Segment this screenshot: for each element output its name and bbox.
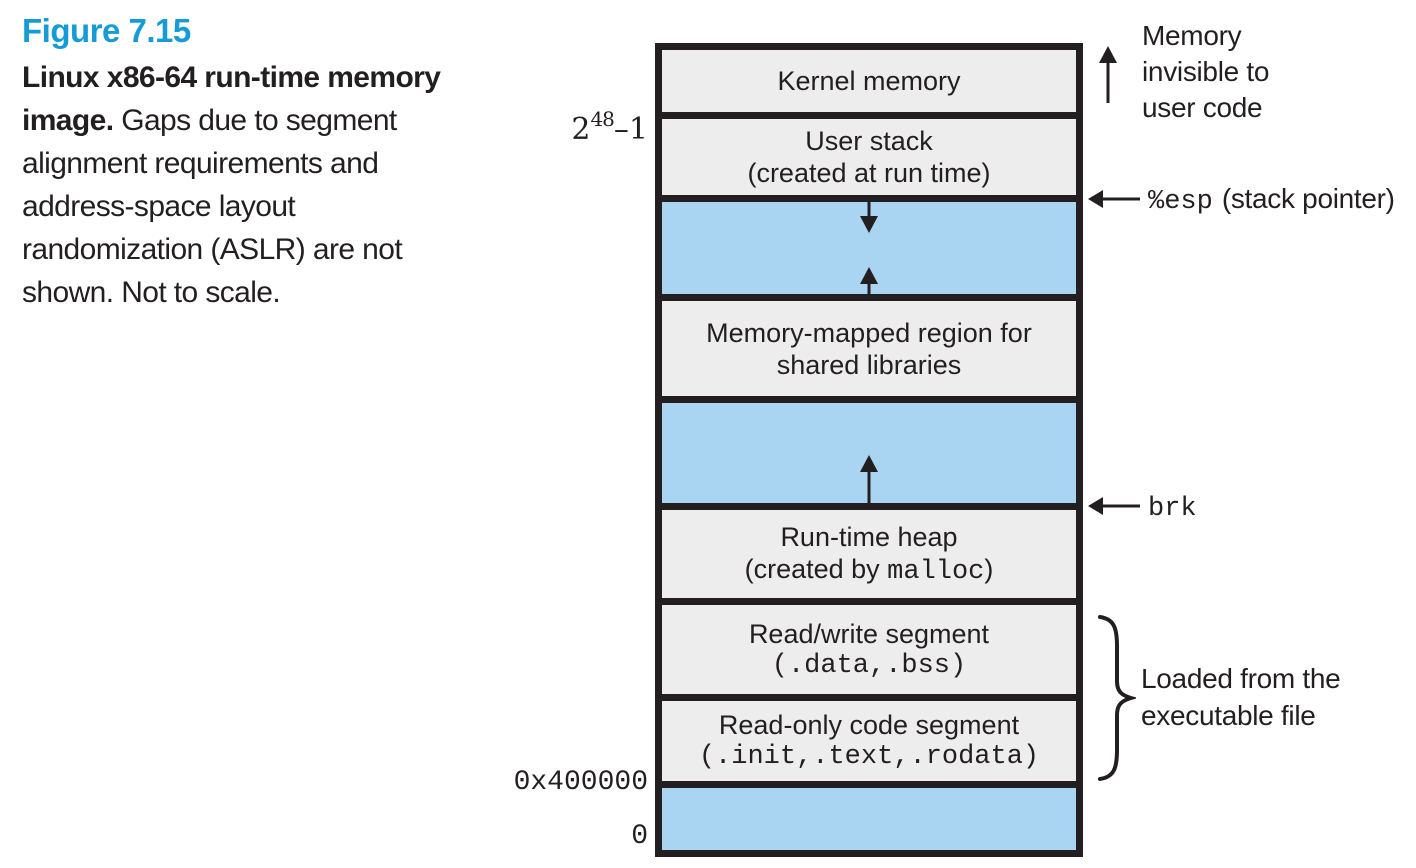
loaded-note: Loaded from the executable file [1141, 663, 1341, 731]
segment-memory-mapped-region: Memory-mapped region for shared librarie… [662, 301, 1076, 403]
segment-sections-code: (.data,.bss) [771, 650, 967, 681]
memory-layout-box: Kernel memory User stack (created at run… [655, 43, 1083, 857]
heap-grow-up-arrow-icon [860, 455, 878, 505]
malloc-code: malloc [887, 556, 985, 587]
stack-grow-down-arrow-icon [860, 202, 878, 233]
kernel-invisible-note: Memory invisible to user code [1142, 20, 1270, 123]
segment-run-time-heap: Run-time heap (created by malloc) [662, 510, 1076, 605]
segment-label: Read-only code segment [718, 710, 1020, 740]
kernel-up-arrow-icon [1099, 46, 1117, 103]
figure-caption: Figure 7.15 Linux x86-64 run-time memory… [22, 12, 454, 314]
segment-read-only-code: Read-only code segment (.init,.text,.rod… [662, 701, 1076, 788]
figure-number: Figure 7.15 [22, 12, 191, 49]
segment-label: Run-time heap [780, 521, 958, 552]
segment-label: Read/write segment [748, 618, 990, 649]
segment-read-write: Read/write segment (.data,.bss) [662, 605, 1076, 701]
caption-text: Linux x86-64 run-time memory image. Gaps… [22, 56, 454, 314]
brk-label: brk [1148, 490, 1197, 524]
mmap-grow-up-arrow-icon [860, 267, 878, 298]
segment-sublabel: shared libraries [776, 349, 962, 380]
esp-register-code: %esp [1148, 187, 1213, 217]
segment-sublabel: (created by malloc) [744, 553, 994, 587]
address-label-code-start: 0x400000 [513, 767, 648, 798]
esp-label: %esp(stack pointer) [1148, 183, 1395, 217]
brk-code: brk [1148, 494, 1197, 524]
segment-bottom-gap [662, 788, 1076, 850]
address-label-zero: 0 [631, 821, 648, 852]
segment-label: Kernel memory [777, 66, 961, 96]
brace-icon [1098, 615, 1136, 781]
segment-user-stack: User stack (created at run time) [662, 119, 1076, 202]
caption-body: Gaps due to segment alignment requiremen… [22, 104, 403, 309]
address-exponent: 48 [590, 107, 614, 131]
brk-pointer-arrow-icon [1088, 497, 1140, 515]
segment-kernel-memory: Kernel memory [662, 50, 1076, 119]
segment-label: Memory-mapped region for [706, 317, 1032, 348]
segment-sublabel: (created at run time) [747, 158, 991, 188]
address-label-top: 248–1 [571, 107, 648, 147]
segment-label: User stack [805, 126, 933, 156]
segment-sections-code: (.init,.text,.rodata) [698, 742, 1040, 772]
esp-pointer-arrow-icon [1088, 190, 1140, 208]
caption-title: Linux x86-64 run-time memory image. [22, 61, 441, 137]
